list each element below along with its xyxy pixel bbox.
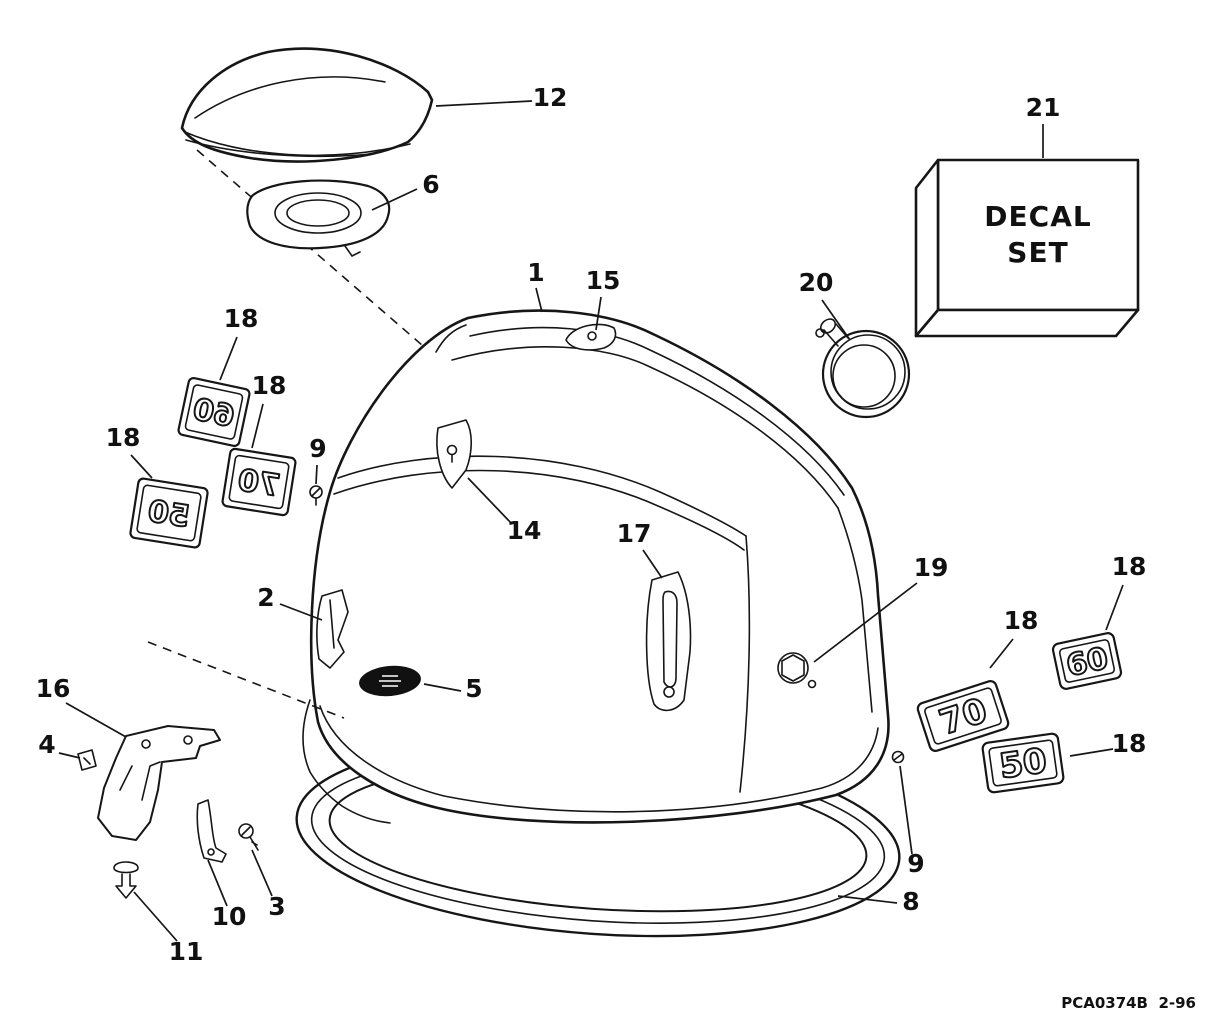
part-16-bracket: [97, 725, 221, 841]
callout-5: 5: [423, 674, 483, 703]
callout-20: 20: [799, 268, 851, 341]
decal-digits-50: 50: [997, 741, 1049, 787]
callout-1: 1: [527, 258, 545, 313]
decal-plate-70: 70: [916, 680, 1010, 752]
part-20-seal-coil: [815, 318, 911, 419]
part-12-top-cover: [180, 47, 434, 163]
right-decal-plates: 70 60 50: [916, 632, 1123, 794]
decal-digits-70-mirrored: 70: [235, 463, 282, 504]
callout-9-left: 9: [309, 434, 327, 485]
callout-15: 15: [586, 266, 621, 331]
callout-17: 17: [617, 519, 663, 579]
callout-label: 19: [914, 553, 949, 582]
decal-plate-50-mirrored: 50: [129, 477, 209, 549]
part-10-bracket: [196, 799, 227, 863]
callouts: 12 6 21 1 15 20 18 18: [36, 83, 1147, 966]
callout-9-right: 9: [899, 765, 925, 878]
callout-label: 10: [212, 902, 247, 931]
footer-part-code: PCA0374B 2-96: [1061, 994, 1196, 1012]
callout-label: 15: [586, 266, 621, 295]
callout-label: 17: [617, 519, 652, 548]
callout-6: 6: [371, 170, 440, 211]
callout-label: 6: [422, 170, 439, 199]
callout-21: 21: [1026, 93, 1061, 158]
callout-label: 18: [252, 371, 287, 400]
part-3-screw: [238, 823, 259, 851]
part-4-clip: [77, 749, 97, 771]
part-2-trim-strip: [316, 589, 349, 669]
callout-label: 5: [465, 674, 482, 703]
part-code: PCA0374B: [1061, 994, 1148, 1012]
callout-11: 11: [133, 891, 204, 966]
callout-18-left-top: 18: [219, 304, 259, 381]
callout-label: 8: [902, 887, 919, 916]
callout-14: 14: [467, 477, 542, 545]
callout-4: 4: [38, 730, 81, 759]
callout-10: 10: [207, 859, 247, 931]
decal-digits-50-mirrored: 50: [145, 494, 192, 535]
callout-label: 18: [1112, 729, 1147, 758]
callout-3: 3: [251, 849, 286, 921]
decal-plate-60: 60: [1051, 632, 1123, 690]
left-decal-plates: 60 70 50: [129, 377, 297, 549]
decal-plate-70-mirrored: 70: [221, 447, 297, 517]
callout-18-right-70: 18: [989, 606, 1039, 669]
callout-label: 11: [169, 937, 204, 966]
part-code-date: 2-96: [1158, 994, 1196, 1012]
callout-label: 18: [1004, 606, 1039, 635]
callout-18-right-60: 18: [1105, 552, 1147, 631]
decal-plate-60-mirrored: 60: [177, 377, 251, 447]
callout-label: 18: [1112, 552, 1147, 581]
assembly-dash-line-bottom: [147, 641, 345, 719]
decal-set-label-line1: DECAL: [984, 200, 1091, 233]
callout-18-left-mid: 18: [251, 371, 287, 449]
decal-plate-50: 50: [981, 732, 1065, 794]
part-1-engine-cover: [302, 309, 890, 824]
callout-label: 20: [799, 268, 834, 297]
callout-label: 9: [309, 434, 326, 463]
callout-label: 14: [507, 516, 542, 545]
part-5-emblem: [359, 665, 421, 697]
callout-18-right-50: 18: [1069, 729, 1147, 758]
part-14-clamp: [436, 419, 473, 489]
part-17-latch-handle: [645, 571, 692, 712]
callout-label: 9: [907, 849, 924, 878]
part-11-push-pin: [113, 861, 139, 899]
callout-18-left-low: 18: [106, 423, 153, 479]
part-21-decal-set-box: DECAL SET: [914, 158, 1140, 338]
callout-label: 12: [533, 83, 568, 112]
part-9-screw-left: [309, 485, 323, 506]
callout-12: 12: [435, 83, 568, 112]
assembly-dash-line-top: [196, 149, 431, 353]
callout-8: 8: [837, 887, 920, 916]
callout-label: 18: [106, 423, 141, 452]
part-9-screw-right: [891, 750, 905, 764]
callout-16: 16: [36, 674, 127, 738]
callout-19: 19: [813, 553, 949, 663]
callout-label: 18: [224, 304, 259, 333]
callout-label: 1: [527, 258, 544, 287]
part-6-support-plate: [246, 179, 391, 257]
callout-label: 4: [38, 730, 55, 759]
callout-label: 3: [268, 892, 285, 921]
decal-set-label-line2: SET: [1007, 236, 1068, 269]
part-19-fitting: [777, 652, 817, 689]
part-15-latch: [565, 323, 617, 351]
callout-label: 16: [36, 674, 71, 703]
callout-2: 2: [257, 583, 323, 621]
callout-label: 21: [1026, 93, 1061, 122]
callout-label: 2: [257, 583, 274, 612]
